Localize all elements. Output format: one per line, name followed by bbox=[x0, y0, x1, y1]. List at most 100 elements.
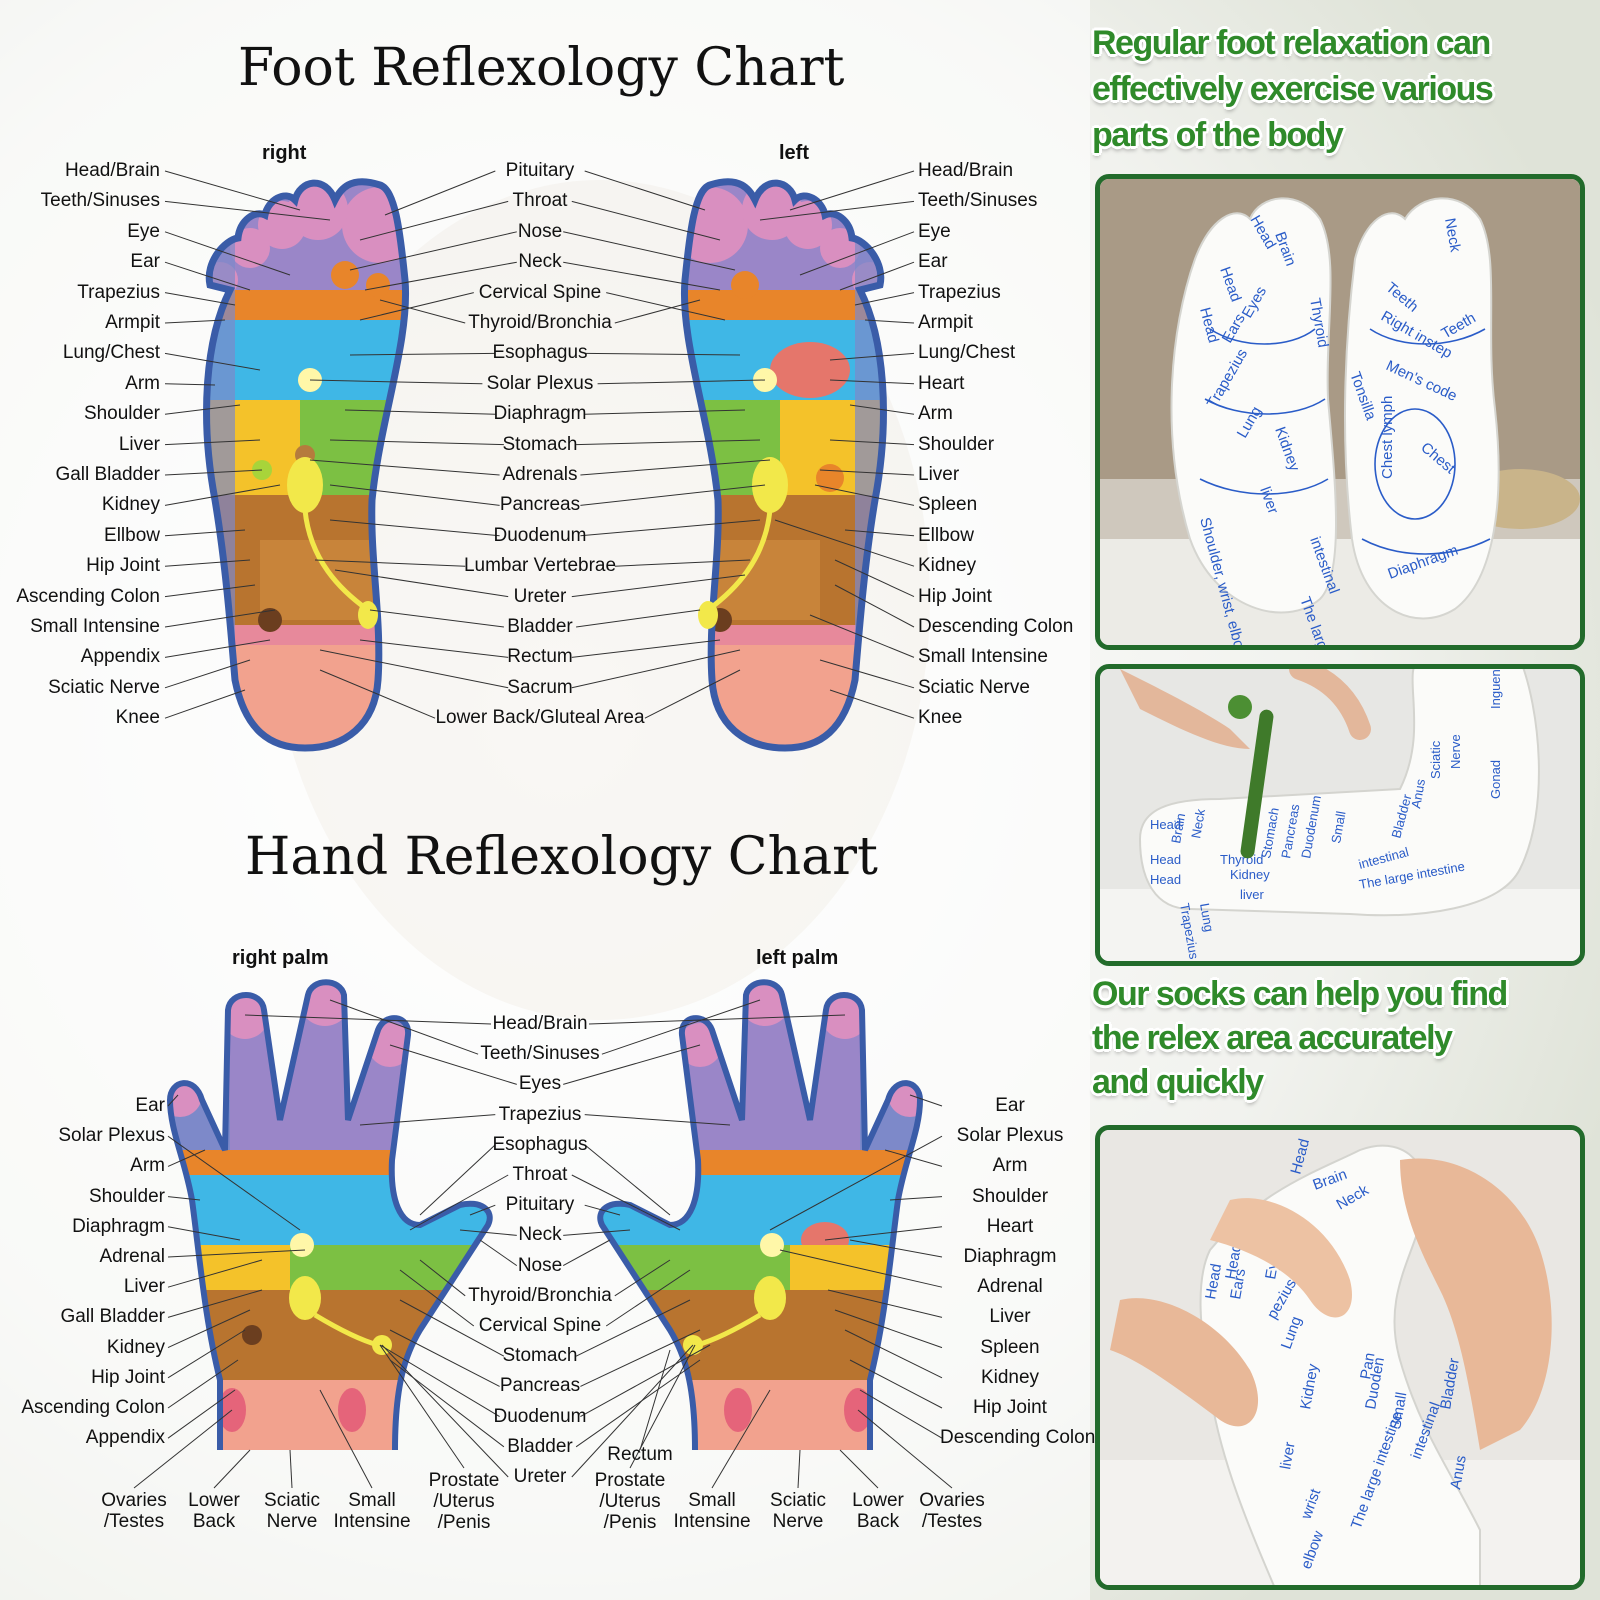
sock-print-small: Small bbox=[1387, 1391, 1410, 1431]
photo-hand-on-sock: HeadBrainNeckHeadHeadEarsEyespeziusLungK… bbox=[1095, 1125, 1585, 1590]
sock-print-liver: liver bbox=[1240, 887, 1265, 902]
leader-line bbox=[167, 1149, 206, 1167]
leader-line bbox=[319, 649, 509, 689]
hand-right-label-descending-colon: Descending Colon bbox=[940, 1427, 1096, 1449]
leader-line bbox=[309, 379, 483, 385]
hand-center-label-neck: Neck bbox=[518, 1224, 562, 1246]
leader-line bbox=[164, 689, 246, 719]
hand-chart-title: Hand Reflexology Chart bbox=[245, 827, 878, 887]
foot-left-label-gall-bladder: Gall Bladder bbox=[55, 464, 160, 485]
sock-print-liver: liver bbox=[1277, 1441, 1299, 1471]
leader-line bbox=[571, 649, 741, 689]
leader-line bbox=[349, 352, 496, 356]
leader-line bbox=[389, 1359, 505, 1448]
foot-leader-lines bbox=[164, 170, 915, 719]
leader-line bbox=[614, 559, 751, 567]
leader-line bbox=[857, 1409, 953, 1489]
hand-bottom-right-ovaries-testes: Ovaries /Testes bbox=[919, 1490, 985, 1532]
leader-line bbox=[563, 231, 736, 271]
foot-left-label-shoulder: Shoulder bbox=[83, 403, 160, 425]
leader-line bbox=[359, 1114, 496, 1126]
leader-line bbox=[839, 1449, 879, 1489]
leader-line bbox=[584, 409, 746, 415]
sock-print-head: Head bbox=[1202, 1262, 1225, 1300]
leader-line bbox=[167, 1259, 263, 1288]
hand-right-label-ear: Ear bbox=[995, 1095, 1025, 1116]
leader-line bbox=[824, 1226, 943, 1241]
leader-line bbox=[859, 1389, 943, 1439]
leader-line bbox=[759, 200, 915, 221]
hand-bottom-left-ovaries-testes: Ovaries /Testes bbox=[101, 1490, 167, 1532]
leader-line bbox=[469, 1204, 496, 1216]
leader-line bbox=[309, 459, 500, 476]
leader-line bbox=[584, 1144, 671, 1216]
foot-right-label-trapezius: Trapezius bbox=[918, 281, 1001, 303]
leader-line bbox=[576, 439, 761, 446]
leader-line bbox=[829, 439, 915, 446]
hand-leader-lines bbox=[133, 999, 953, 1489]
leader-line bbox=[389, 1044, 517, 1085]
sock-print-head: Head bbox=[1150, 852, 1181, 867]
sock-print-sciatic: Sciatic bbox=[1428, 740, 1443, 779]
hand-left-label-arm: Arm bbox=[130, 1155, 165, 1177]
leader-line bbox=[349, 231, 517, 271]
hand-left-label-diaphragm: Diaphragm bbox=[72, 1215, 165, 1237]
foot-right-label-lung-chest: Lung/Chest bbox=[918, 342, 1016, 364]
hand-left-label-liver: Liver bbox=[123, 1276, 165, 1298]
foot-center-label-duodenum: Duodenum bbox=[493, 524, 587, 546]
foot-center-label-lower-back-gluteal-area: Lower Back/Gluteal Area bbox=[435, 707, 645, 729]
foot-left-label-kidney: Kidney bbox=[101, 494, 160, 516]
hand-right-label-solar-plexus: Solar Plexus bbox=[956, 1125, 1064, 1147]
leader-line bbox=[359, 200, 509, 241]
leader-line bbox=[809, 614, 915, 658]
leader-line bbox=[829, 689, 915, 719]
leader-line bbox=[409, 1174, 509, 1231]
leader-line bbox=[459, 1229, 517, 1236]
foot-center-label-pituitary: Pituitary bbox=[505, 160, 575, 181]
leader-line bbox=[164, 404, 241, 415]
foot-diagram bbox=[164, 170, 915, 752]
leader-line bbox=[563, 261, 721, 291]
sock-print-chest-lymph: Chest lymph bbox=[1379, 396, 1396, 479]
leader-line bbox=[711, 1389, 771, 1489]
sock-print-lung: Lung bbox=[1197, 902, 1217, 933]
leader-line bbox=[889, 1196, 943, 1201]
leader-line bbox=[329, 439, 504, 446]
leader-line bbox=[571, 200, 721, 241]
sock-print-ears: Ears bbox=[1227, 1267, 1249, 1300]
leader-line bbox=[329, 999, 479, 1055]
leader-line bbox=[864, 319, 915, 324]
sock-print-pan: Pan bbox=[1357, 1351, 1378, 1380]
hand-left-palm-label: left palm bbox=[756, 947, 839, 969]
side-headline-top: Regular foot relaxation can effectively … bbox=[1092, 20, 1592, 158]
hand-center-label-thyroid-bronchia: Thyroid/Bronchia bbox=[468, 1284, 612, 1306]
right-foot bbox=[203, 178, 410, 752]
leader-line bbox=[571, 1344, 694, 1478]
leader-line bbox=[329, 484, 500, 506]
leader-line bbox=[334, 569, 509, 598]
leader-line bbox=[164, 261, 251, 291]
foot-left-label-arm: Arm bbox=[125, 372, 160, 394]
leader-line bbox=[369, 609, 504, 628]
hand-center-label-trapezius: Trapezius bbox=[498, 1103, 582, 1125]
hand-right-label-heart: Heart bbox=[986, 1215, 1034, 1237]
leader-line bbox=[329, 519, 500, 537]
foot-left-label-ear: Ear bbox=[130, 251, 160, 273]
headline-bottom-line-1: Our socks can help you find bbox=[1092, 975, 1508, 1013]
headline-bottom-line-3: and quickly bbox=[1092, 1063, 1264, 1101]
leader-line bbox=[580, 519, 761, 537]
foot-center-label-solar-plexus: Solar Plexus bbox=[486, 372, 594, 394]
leader-line bbox=[580, 459, 771, 476]
hand-right-label-spleen: Spleen bbox=[980, 1336, 1040, 1358]
hand-center-label-ureter: Ureter bbox=[513, 1466, 567, 1487]
leader-line bbox=[319, 669, 436, 719]
leader-line bbox=[164, 439, 261, 446]
leader-line bbox=[909, 1094, 943, 1107]
foot-right-label-liver: Liver bbox=[918, 464, 960, 485]
leader-line bbox=[164, 559, 251, 567]
leader-line bbox=[834, 1309, 943, 1349]
leader-line bbox=[167, 1196, 201, 1201]
hand-right-palm-label: right palm bbox=[232, 947, 329, 969]
